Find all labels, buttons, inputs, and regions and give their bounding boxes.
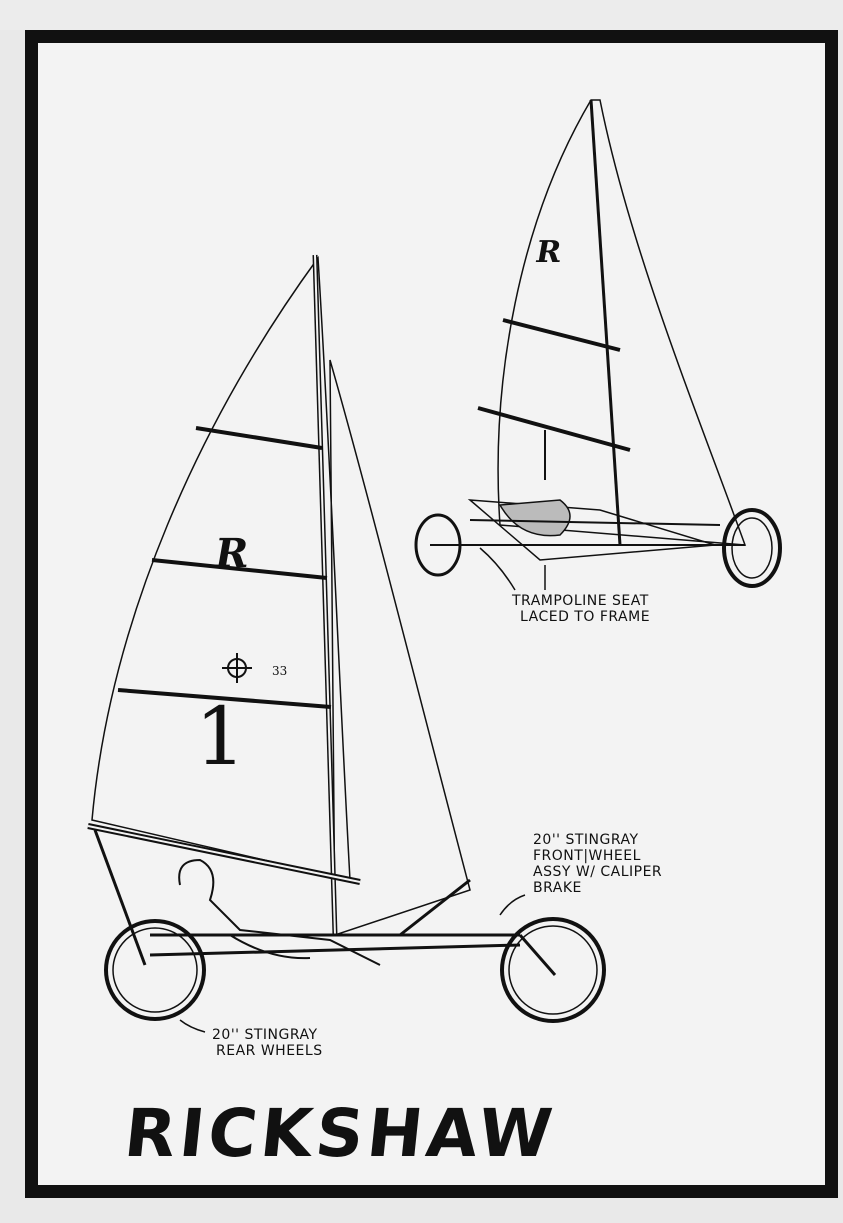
front-wheel <box>500 917 606 1023</box>
pilot <box>178 858 381 966</box>
label-line: 20'' STINGRAY <box>212 1027 318 1043</box>
label-line: LACED TO FRAME <box>520 609 651 625</box>
rear-craft-left-wheel <box>414 513 462 577</box>
label-line: REAR WHEELS <box>216 1043 323 1059</box>
trampoline-leader <box>479 547 516 591</box>
jib-sail <box>329 359 471 937</box>
label-line: ASSY W/ CALIPER <box>533 864 663 880</box>
rear-wheel-leader <box>179 1019 206 1033</box>
sail-number: 1 <box>195 690 246 783</box>
rear-craft-right-wheel <box>722 508 782 588</box>
rear-wheel <box>104 919 206 1021</box>
chassis <box>93 829 557 976</box>
illustration-title: RICKSHAW <box>120 1095 560 1172</box>
sail-battens <box>117 426 332 709</box>
page-top-margin <box>0 0 843 30</box>
label-line: 20'' STINGRAY <box>533 832 639 848</box>
main-sail <box>91 255 351 881</box>
trampoline-seat-label: TRAMPOLINE SEAT LACED TO FRAME <box>512 593 650 625</box>
main-craft <box>87 254 606 1033</box>
illustration-frame <box>25 30 838 1198</box>
crosshair-icon <box>222 653 252 683</box>
label-line: FRONT|WHEEL <box>533 848 641 864</box>
front-wheel-label: 20'' STINGRAY FRONT|WHEEL ASSY W/ CALIPE… <box>533 832 662 896</box>
rear-craft <box>414 99 782 590</box>
sail-rating: 33 <box>272 664 288 678</box>
rear-wheels-label: 20'' STINGRAY REAR WHEELS <box>212 1027 323 1059</box>
rear-craft-sail <box>497 99 747 546</box>
label-line: BRAKE <box>533 880 582 896</box>
front-wheel-leader <box>499 894 526 916</box>
rear-craft-mast <box>589 99 622 546</box>
label-line: TRAMPOLINE SEAT <box>512 593 649 609</box>
